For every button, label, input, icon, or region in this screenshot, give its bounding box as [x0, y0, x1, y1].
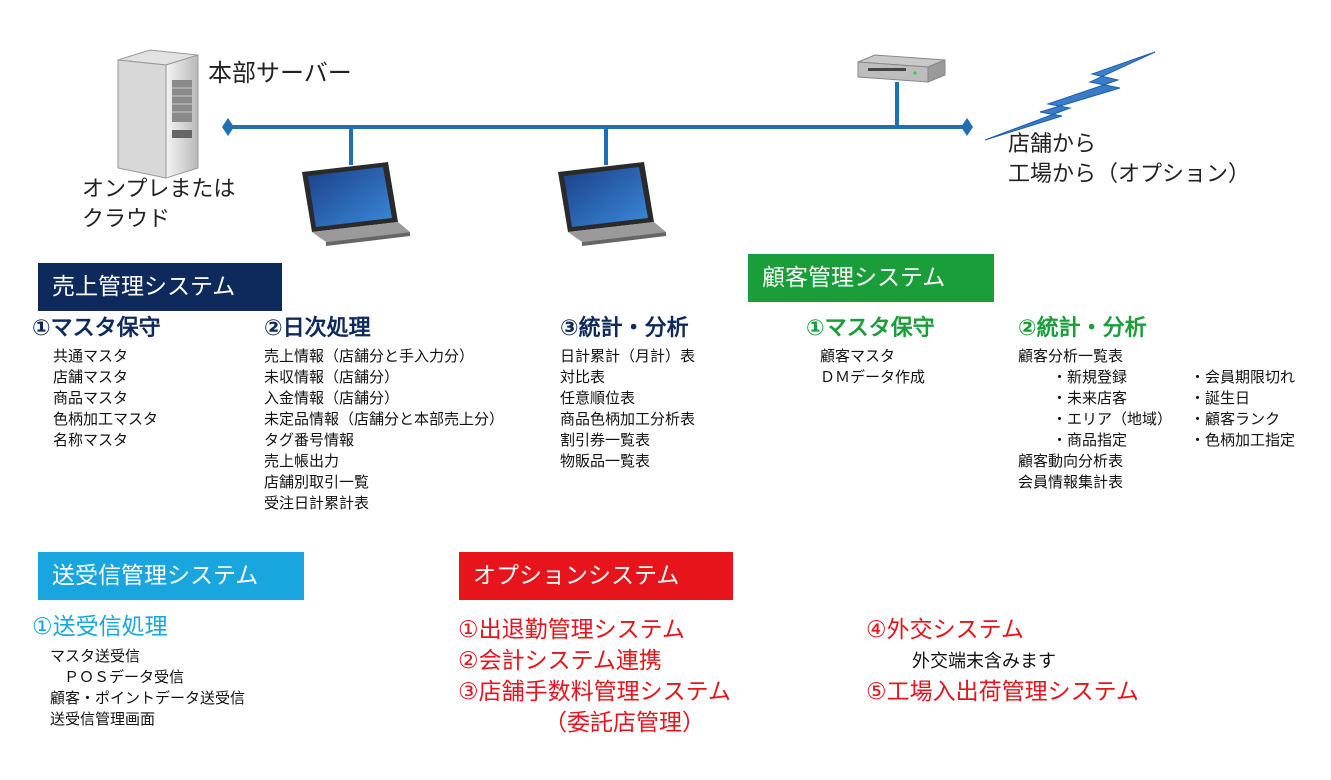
list-item: ②会計システム連携 [458, 648, 662, 674]
list-item: 送受信管理画面 [50, 710, 156, 728]
remote-label-line-1: 店舗から [1008, 132, 1097, 157]
network-diagram [117, 49, 1156, 246]
list-item: 色柄加工マスタ [53, 410, 159, 428]
list-item: 入金情報（店舗分） [264, 389, 400, 407]
list-item: 会員情報集計表 [1018, 473, 1124, 491]
list-item: 共通マスタ [53, 347, 129, 365]
list-item: 任意順位表 [560, 389, 636, 407]
list-item: 顧客分析一覧表 [1018, 347, 1124, 365]
list-item: 商品マスタ [53, 389, 129, 407]
customer-system-title: 顧客管理システム [748, 254, 994, 302]
list-item: （委託店管理） [544, 710, 705, 736]
list-item: ・色柄加工指定 [1190, 431, 1296, 449]
customer-stats-list-after: 顧客動向分析表 会員情報集計表 [1018, 451, 1123, 493]
rack-server-icon [857, 54, 946, 83]
list-item: ・顧客ランク [1190, 410, 1281, 428]
list-item: ・新規登録 [1052, 368, 1128, 386]
backbone-end-right [961, 118, 973, 136]
list-item: ・会員期限切れ [1190, 368, 1296, 386]
list-item: ・未来店客 [1052, 389, 1128, 407]
list-item: 店舗マスタ [53, 368, 129, 386]
list-item: ・エリア（地域） [1052, 410, 1173, 428]
laptop-icon-2 [558, 162, 666, 246]
server-location-line-1: オンプレまたは [82, 177, 236, 202]
transmit-system-title: 送受信管理システム [38, 552, 304, 600]
lightning-bolt-icon [984, 51, 1156, 141]
sales-system-title: 売上管理システム [38, 263, 282, 311]
list-item: 受注日計累計表 [264, 494, 370, 512]
option-item-5: ⑤工場入出荷管理システム [866, 679, 1139, 705]
transmit-process-heading: ①送受信処理 [32, 614, 168, 640]
list-item: ・誕生日 [1190, 389, 1251, 407]
list-item: マスタ送受信 [50, 647, 141, 665]
customer-master-list: 顧客マスタ ＤＭデータ作成 [820, 346, 925, 388]
list-item: ・商品指定 [1052, 431, 1128, 449]
customer-stats-sub-left: ・新規登録 ・未来店客 ・エリア（地域） ・商品指定 [1052, 367, 1172, 451]
backbone-end-left [222, 118, 234, 136]
list-item: タグ番号情報 [264, 431, 355, 449]
option-left-list: ①出退勤管理システム ②会計システム連携 ③店舗手数料管理システム （委託店管理… [458, 615, 731, 739]
list-item: 店舗別取引一覧 [264, 473, 370, 491]
customer-stats-heading: ②統計・分析 [1018, 316, 1147, 341]
sales-stats-heading: ③統計・分析 [560, 316, 689, 341]
sales-daily-list: 売上情報（店舗分と手入力分） 未収情報（店舗分） 入金情報（店舗分） 未定品情報… [264, 346, 504, 514]
list-item: ＤＭデータ作成 [820, 368, 926, 386]
sales-daily-heading: ②日次処理 [264, 316, 371, 341]
customer-master-heading: ①マスタ保守 [806, 316, 935, 341]
list-item: 日計累計（月計）表 [560, 347, 696, 365]
option-item-4: ④外交システム [866, 617, 1024, 643]
list-item: ①出退勤管理システム [458, 617, 685, 643]
list-item: 顧客マスタ [820, 347, 896, 365]
sales-stats-list: 日計累計（月計）表 対比表 任意順位表 商品色柄加工分析表 割引券一覧表 物販品… [560, 346, 695, 472]
list-item: ＰＯＳデータ受信 [64, 668, 185, 686]
sales-master-list: 共通マスタ 店舗マスタ 商品マスタ 色柄加工マスタ 名称マスタ [53, 346, 158, 451]
list-item: 未収情報（店舗分） [264, 368, 400, 386]
list-item: 割引券一覧表 [560, 431, 651, 449]
list-item: 商品色柄加工分析表 [560, 410, 696, 428]
list-item: 顧客動向分析表 [1018, 452, 1124, 470]
list-item: 物販品一覧表 [560, 452, 651, 470]
option-system-title: オプションシステム [459, 552, 733, 600]
laptop-icon-1 [302, 162, 410, 246]
transmit-process-list: マスタ送受信 ＰＯＳデータ受信 顧客・ポイントデータ送受信 送受信管理画面 [50, 646, 245, 730]
list-item: ③店舗手数料管理システム [458, 679, 731, 705]
customer-stats-sub-right: ・会員期限切れ ・誕生日 ・顧客ランク ・色柄加工指定 [1190, 367, 1295, 451]
server-location-line-2: クラウド [82, 207, 171, 232]
option-item-4-note: 外交端末含みます [912, 651, 1056, 672]
tower-server-icon [117, 49, 199, 179]
server-label: 本部サーバー [208, 59, 352, 87]
customer-stats-list: 顧客分析一覧表 [1018, 346, 1123, 367]
list-item: 売上帳出力 [264, 452, 340, 470]
list-item: 名称マスタ [53, 431, 129, 449]
list-item: 対比表 [560, 368, 606, 386]
remote-label-line-2: 工場から（オプション） [1008, 162, 1251, 187]
sales-master-heading: ①マスタ保守 [32, 316, 161, 341]
list-item: 顧客・ポイントデータ送受信 [50, 689, 246, 707]
list-item: 未定品情報（店舗分と本部売上分） [264, 410, 505, 428]
list-item: 売上情報（店舗分と手入力分） [264, 347, 475, 365]
